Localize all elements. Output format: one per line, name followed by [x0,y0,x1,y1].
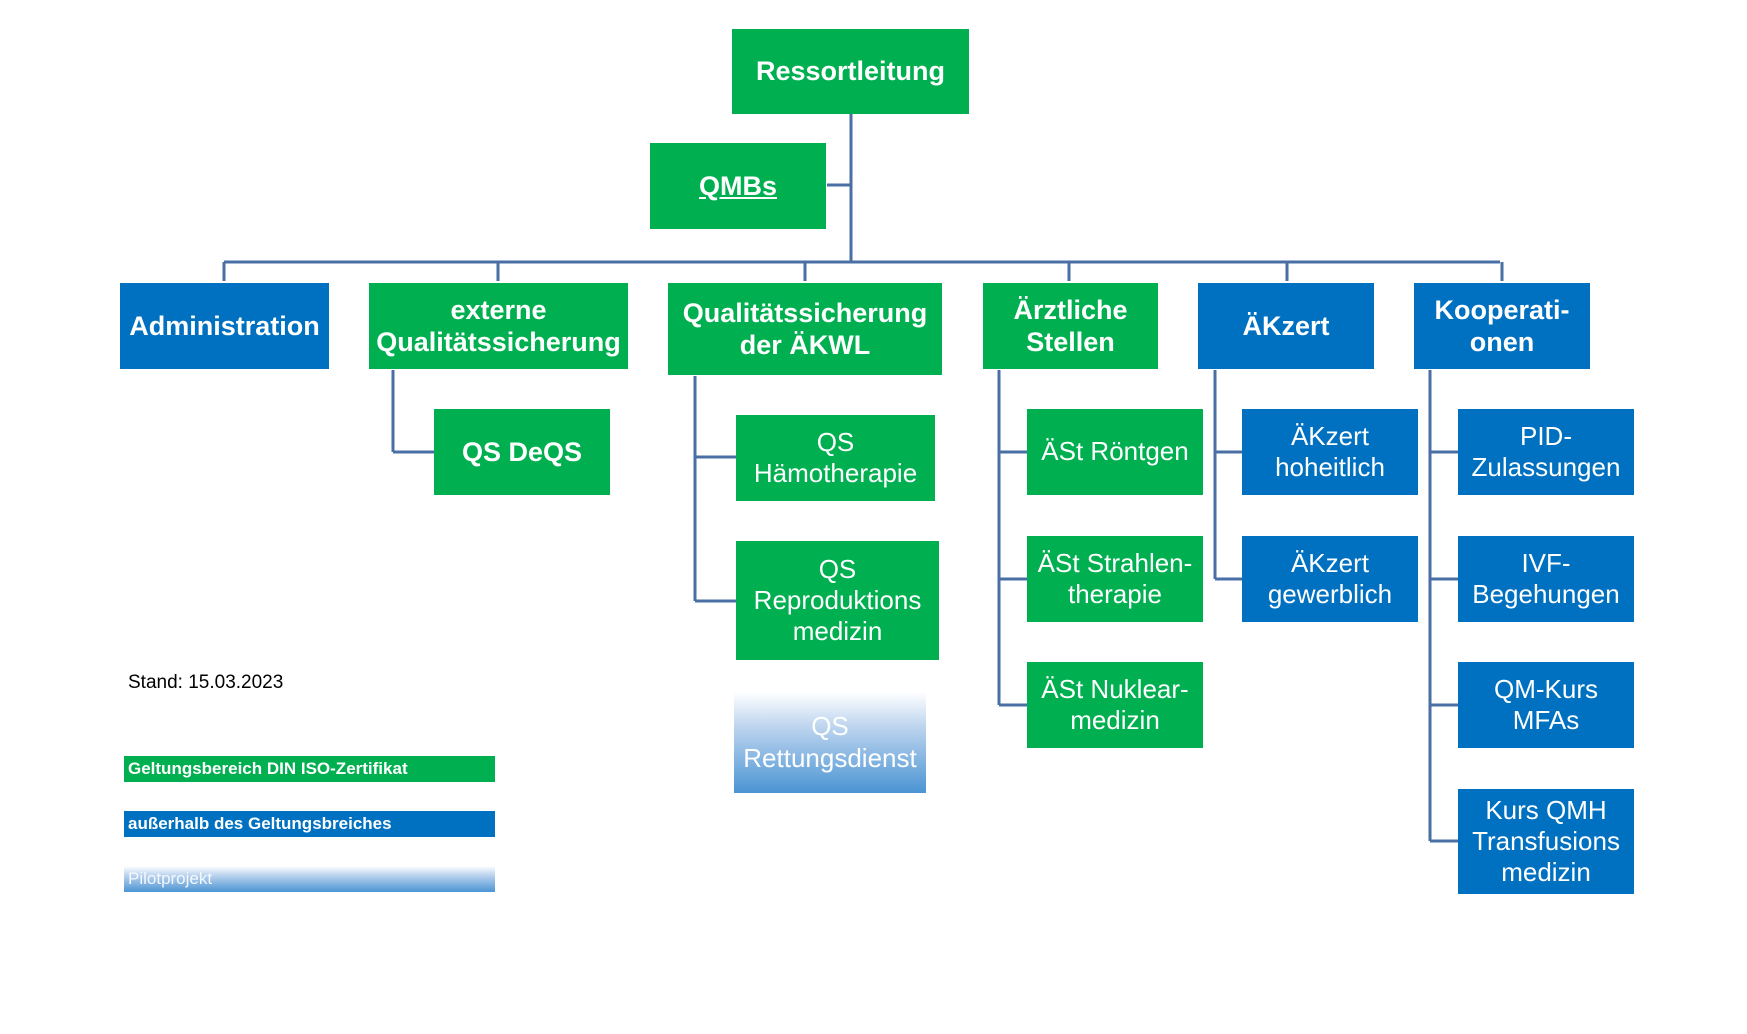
legend-certified: Geltungsbereich DIN ISO-Zertifikat [124,756,495,782]
unit-qs-reproduktionsmedizin[interactable]: QS Reproduktions medizin [736,541,939,660]
legend-pilot: Pilotprojekt [124,866,495,892]
unit-ivf-begehungen[interactable]: IVF- Begehungen [1458,536,1634,622]
unit-qs-haemotherapie[interactable]: QS Hämotherapie [736,415,935,501]
dept-qs-akwl[interactable]: Qualitätssicherung der ÄKWL [668,283,942,375]
unit-ast-roentgen[interactable]: ÄSt Röntgen [1027,409,1203,495]
dept-aerztliche-stellen[interactable]: Ärztliche Stellen [983,283,1158,369]
dept-akzert[interactable]: ÄKzert [1198,283,1374,369]
dept-administration[interactable]: Administration [120,283,329,369]
legend-outside: außerhalb des Geltungsbreiches [124,811,495,837]
unit-qs-deqs[interactable]: QS DeQS [434,409,610,495]
unit-akzert-gewerblich[interactable]: ÄKzert gewerblich [1242,536,1418,622]
qmbs-node[interactable]: QMBs [650,143,826,229]
root-node[interactable]: Ressortleitung [732,29,969,114]
unit-pid-zulassungen[interactable]: PID- Zulassungen [1458,409,1634,495]
dept-externe-qs[interactable]: externe Qualitätssicherung [369,283,628,369]
unit-ast-strahlentherapie[interactable]: ÄSt Strahlen- therapie [1027,536,1203,622]
unit-kurs-qmh-transfusionsmedizin[interactable]: Kurs QMH Transfusions medizin [1458,789,1634,894]
stand-date: Stand: 15.03.2023 [128,672,284,693]
unit-qs-rettungsdienst[interactable]: QS Rettungsdienst [734,692,926,793]
dept-kooperationen[interactable]: Kooperati- onen [1414,283,1590,369]
unit-akzert-hoheitlich[interactable]: ÄKzert hoheitlich [1242,409,1418,495]
unit-ast-nuklearmedizin[interactable]: ÄSt Nuklear- medizin [1027,662,1203,748]
unit-qm-kurs-mfas[interactable]: QM-Kurs MFAs [1458,662,1634,748]
